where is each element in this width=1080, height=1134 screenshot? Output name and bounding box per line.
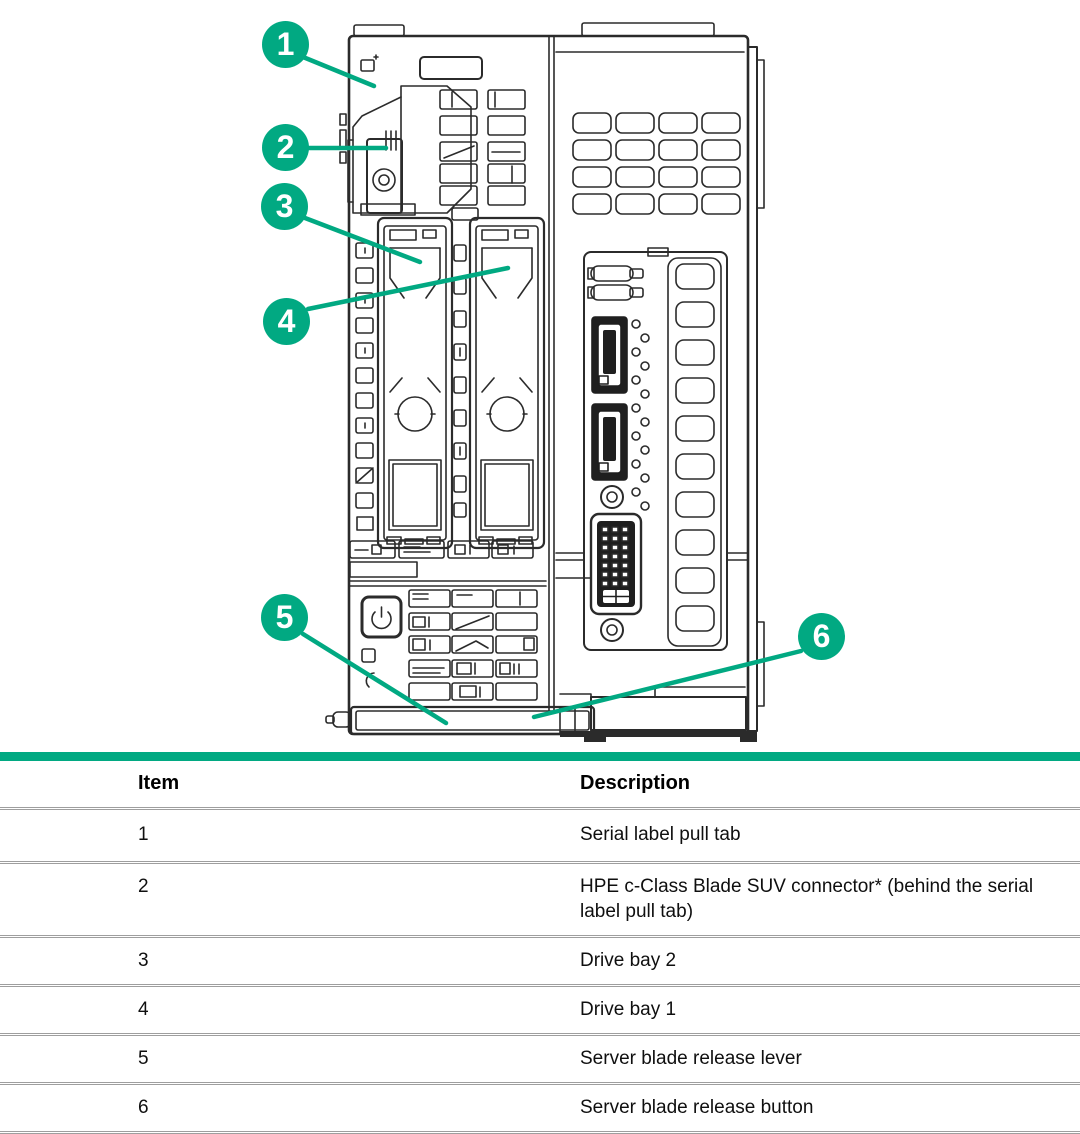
description-column-header: Description — [580, 772, 691, 794]
top-label-strip — [419, 56, 526, 221]
callout-badge-1: 1 — [262, 21, 309, 68]
callout-badge-2: 2 — [262, 124, 309, 171]
callout-leader-lines — [300, 54, 804, 726]
item-description-table: Item Description 1 Serial label pull tab… — [0, 761, 1080, 1134]
server-blade-diagram — [300, 22, 804, 742]
item-number: 6 — [138, 1097, 149, 1118]
table-header-row: Item Description — [0, 761, 1080, 809]
release-lever — [325, 705, 596, 736]
item-number: 3 — [138, 950, 149, 971]
center-led-column — [453, 244, 467, 518]
status-led-grid — [408, 589, 538, 701]
item-number: 4 — [138, 999, 149, 1020]
item-description: Server blade release button — [292, 1084, 1080, 1133]
item-number: 1 — [138, 824, 149, 845]
item-description: Serial label pull tab — [292, 809, 1080, 863]
left-led-column — [355, 242, 374, 531]
front-control-panel — [348, 585, 547, 701]
item-description-text: Drive bay 1 — [580, 999, 677, 1020]
item-column-header: Item — [138, 772, 180, 794]
thumbscrew-bottom — [600, 618, 624, 642]
item-description: HPE c-Class Blade SUV connector* (behind… — [292, 863, 1080, 937]
item-description: Drive bay 1 — [292, 986, 1080, 1035]
item-description-text: Drive bay 2 — [580, 950, 677, 971]
drive-bay-2 — [376, 216, 454, 550]
under-bay-label-strip — [349, 540, 547, 582]
callout-badge-4: 4 — [263, 298, 310, 345]
item-description-text: Serial label pull tab — [580, 824, 741, 845]
pin-hole-column — [631, 319, 650, 511]
table-row: 4 Drive bay 1 — [0, 985, 1080, 1035]
vent-grid — [572, 112, 741, 215]
item-description: Drive bay 2 — [292, 937, 1080, 986]
item-description: Server blade release lever — [292, 1035, 1080, 1084]
drive-bay-1 — [468, 216, 546, 550]
table-row: 6 Server blade release button — [0, 1083, 1080, 1133]
item-number: 5 — [138, 1048, 149, 1069]
suv-connector-area — [360, 130, 416, 216]
power-button — [360, 595, 403, 639]
item-description-text: HPE c-Class Blade SUV connector* (behind… — [580, 876, 1034, 922]
table-row: 2 HPE c-Class Blade SUV connector* (behi… — [0, 862, 1080, 937]
table-row: 3 Drive bay 2 — [0, 936, 1080, 986]
callout-badge-3: 3 — [261, 183, 308, 230]
callout-badge-5: 5 — [261, 594, 308, 641]
dvi-connector — [589, 512, 643, 616]
thumbscrew-top — [600, 485, 624, 509]
antenna-connectors — [587, 265, 644, 301]
item-description-text: Server blade release lever — [580, 1048, 802, 1069]
item-description-text: Server blade release button — [580, 1097, 814, 1118]
connector-panel — [583, 247, 728, 651]
table-row: 5 Server blade release lever — [0, 1034, 1080, 1084]
callout-badge-6: 6 — [798, 613, 845, 660]
item-description-table-section: Item Description 1 Serial label pull tab… — [0, 752, 1080, 1134]
item-number: 2 — [138, 876, 149, 897]
displayport-connector-1 — [591, 316, 628, 394]
server-blade-figure: 1 2 3 4 5 6 — [261, 21, 845, 742]
displayport-connector-2 — [591, 403, 628, 481]
table-row: 1 Serial label pull tab — [0, 808, 1080, 863]
table-top-accent-bar — [0, 752, 1080, 761]
